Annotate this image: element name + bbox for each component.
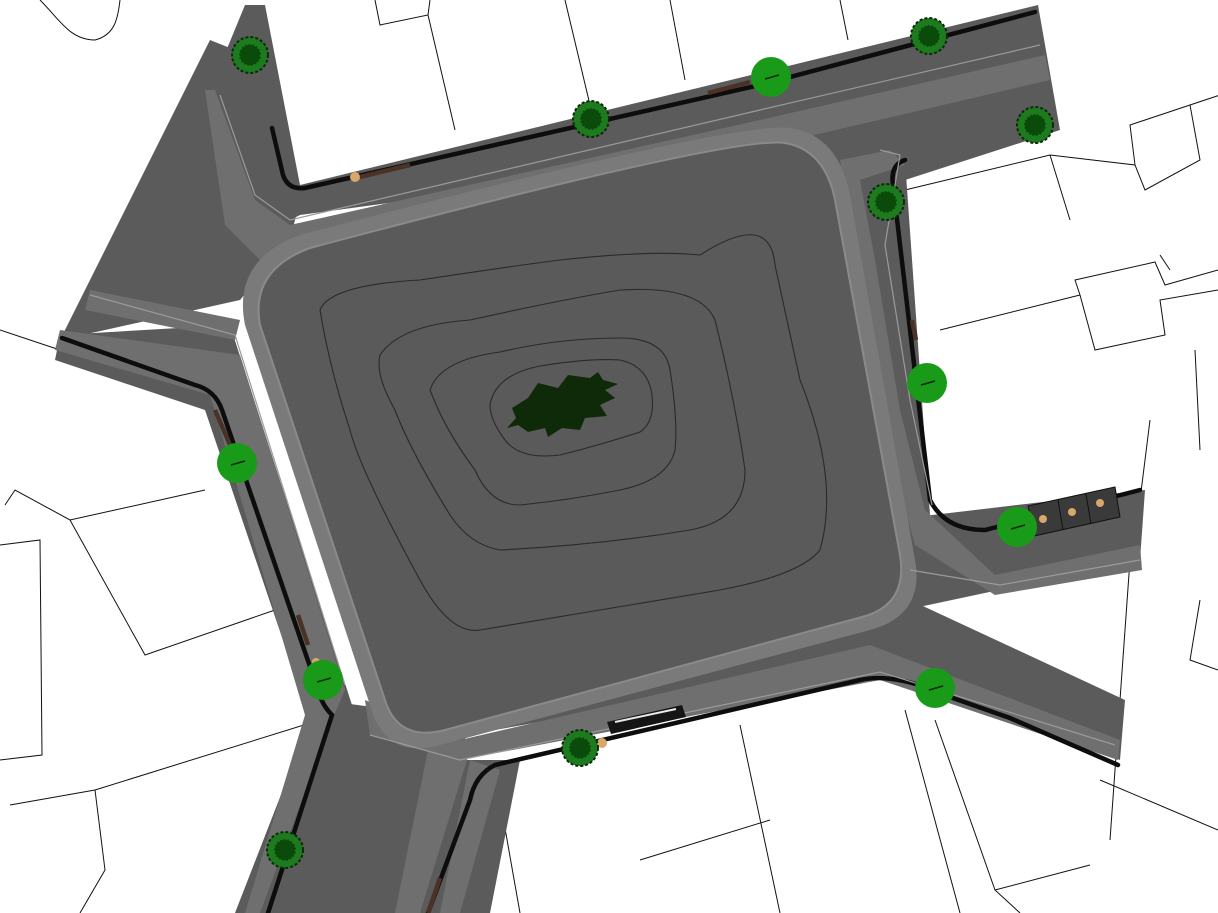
plaza-mound-contours [319,234,828,631]
central-plaza [242,127,917,749]
bollard-icon [1039,515,1047,523]
street-lamps [312,172,607,748]
tree-bush-icon [266,831,304,869]
street-lamp-icon [350,172,360,182]
tree-bush-icon [910,17,948,55]
brown-curb-segments [212,79,919,913]
bollard-icon [1068,508,1076,516]
tree-icon [217,443,257,483]
tree-icon [303,660,343,700]
street-lamp-icon [597,738,607,748]
trees-canopy [217,57,1037,708]
trees-bush [231,17,1054,869]
tree-bush-icon [231,36,269,74]
tree-bush-icon [1016,106,1054,144]
plaza-surface [258,142,902,733]
tree-bush-icon [867,183,905,221]
tree-bush-icon [572,100,610,138]
plaza-core-vegetation [507,372,618,437]
tree-icon [751,57,791,97]
tree-icon [997,507,1037,547]
bollard-icon [1096,499,1104,507]
bench [607,705,686,734]
plaza-inner-edge [257,141,903,734]
tree-icon [915,668,955,708]
tree-icon [907,363,947,403]
tree-bush-icon [561,729,599,767]
